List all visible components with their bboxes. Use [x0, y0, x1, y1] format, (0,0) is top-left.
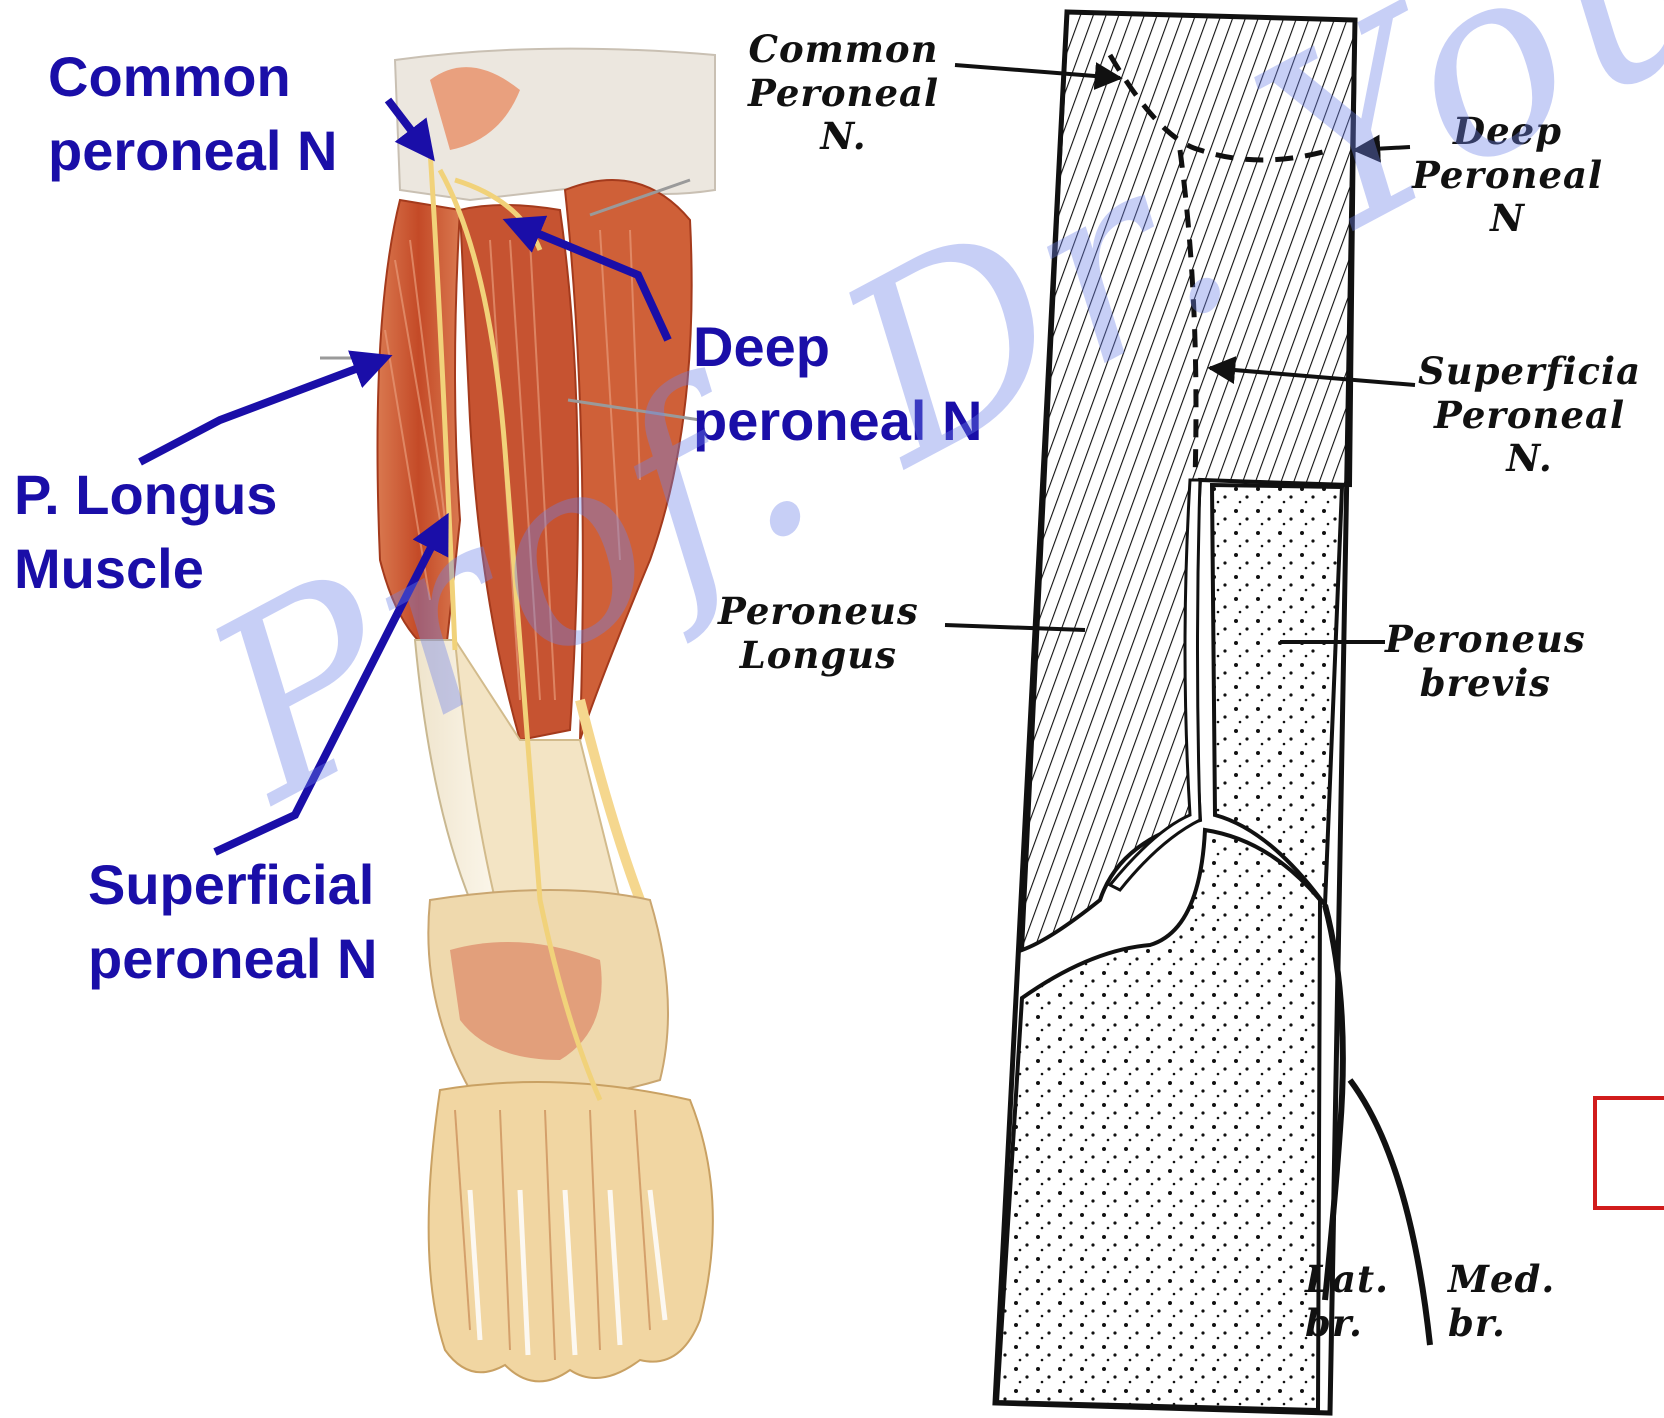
label-schematic-superficial-peroneal: Superficia Peroneal N.: [1418, 350, 1641, 481]
label-schematic-common-peroneal: Common Peroneal N.: [748, 28, 939, 159]
label-schematic-peroneus-brevis: Peroneus brevis: [1385, 618, 1586, 705]
red-box: [1593, 1096, 1664, 1210]
arrow-p-longus: [140, 358, 385, 462]
arrow-deep-peroneal: [510, 222, 668, 340]
label-schematic-peroneus-longus: Peroneus Longus: [718, 590, 919, 677]
arrow-common-peroneal: [388, 100, 430, 155]
label-lat-br: Lat. br.: [1305, 1258, 1389, 1345]
label-schematic-deep-peroneal: Deep Peroneal N: [1412, 110, 1603, 241]
arrow-superficial-peroneal: [215, 520, 445, 852]
label-med-br: Med. br.: [1448, 1258, 1555, 1345]
